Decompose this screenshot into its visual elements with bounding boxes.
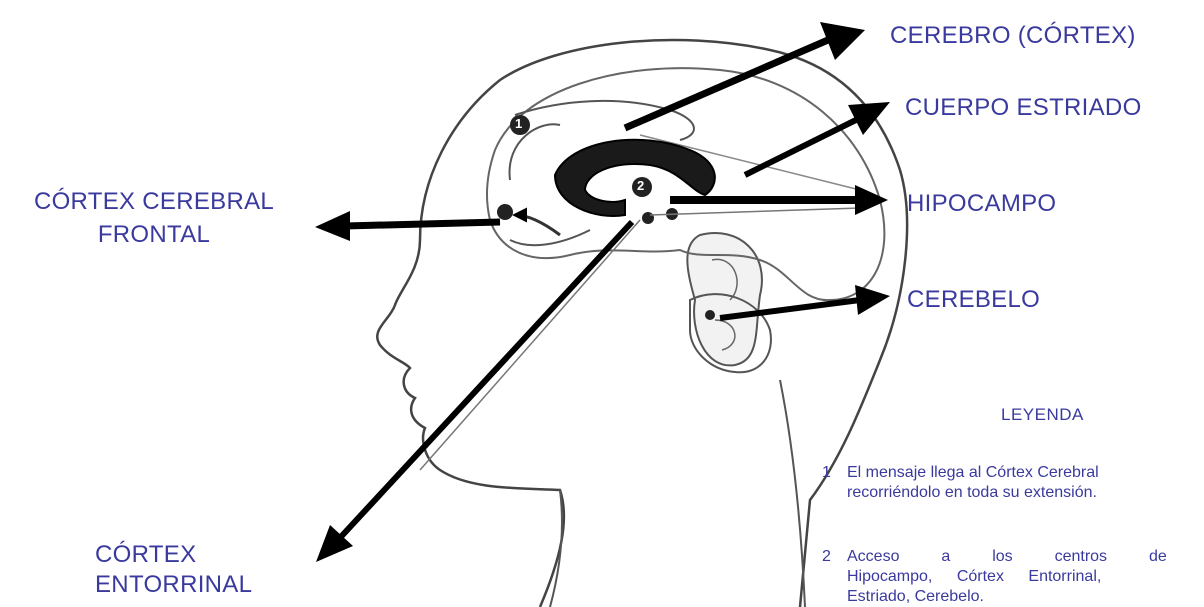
ear — [687, 233, 762, 365]
legend-item-2-line2: Hipocampo, Córtex Entorrinal, — [847, 567, 1204, 587]
legend-item-2-line3: Estriado, Cerebelo. — [847, 587, 1204, 607]
label-cortex-entorrinal-line2: ENTORRINAL — [95, 570, 252, 600]
label-cortex-cerebral-frontal: CÓRTEX CEREBRAL FRONTAL — [8, 185, 300, 251]
legend-item-1-line2: recorriéndolo en toda su extensión. — [847, 483, 1204, 503]
marker-2: 2 — [637, 178, 644, 193]
label-cortex-entorrinal-line1: CÓRTEX — [95, 540, 252, 570]
legend-item-2-number: 2 — [822, 547, 831, 567]
label-hipocampo: HIPOCAMPO — [907, 190, 1056, 218]
legend-title: LEYENDA — [1001, 405, 1084, 425]
label-cuerpo-estriado: CUERPO ESTRIADO — [905, 94, 1142, 122]
legend-item-2-line1: Acceso a los centros de m — [847, 547, 1204, 567]
label-cortex-frontal-line1: CÓRTEX CEREBRAL — [8, 185, 300, 218]
marker-1: 1 — [515, 116, 522, 131]
label-cortex-entorrinal: CÓRTEX ENTORRINAL — [95, 540, 252, 600]
legend-item-1-number: 1 — [822, 463, 831, 483]
arrow-cuerpo-estriado — [745, 102, 890, 175]
arrow-cortex-entorrinal — [316, 222, 632, 562]
arrow-cortex-frontal — [315, 211, 500, 241]
label-cortex-frontal-line2: FRONTAL — [8, 218, 300, 251]
label-cerebelo: CEREBELO — [907, 286, 1040, 314]
head-outline — [377, 40, 907, 607]
hippocampus-shape — [555, 140, 715, 216]
label-cerebro: CEREBRO (CÓRTEX) — [890, 22, 1136, 50]
arrow-cerebro — [625, 22, 865, 128]
legend-item-1-line1: El mensaje llega al Córtex Cerebral — [847, 463, 1204, 483]
